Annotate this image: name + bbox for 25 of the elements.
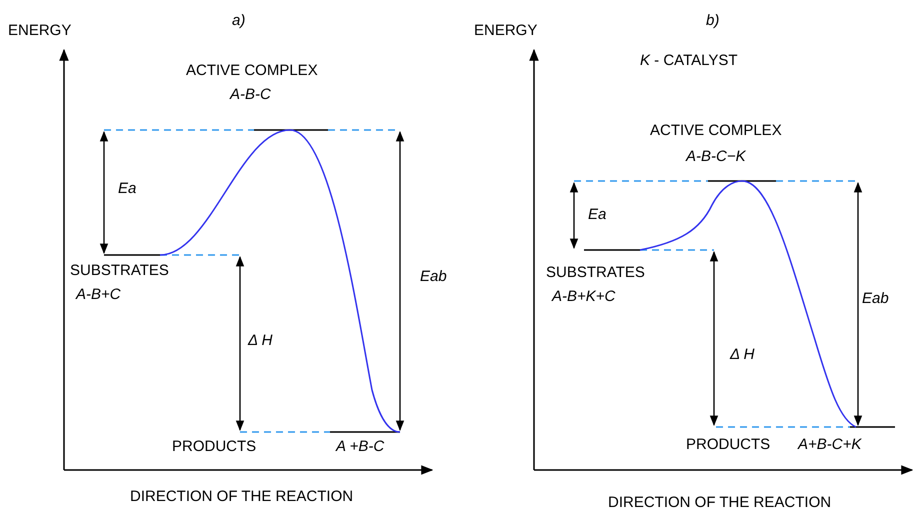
- energy-label: Eab: [862, 290, 889, 308]
- energy-label: Ea: [118, 180, 136, 198]
- axis-title: DIRECTION OF THE REACTION: [130, 488, 354, 506]
- state-label: ACTIVE COMPLEX: [186, 62, 318, 80]
- state-label: PRODUCTS: [172, 438, 256, 456]
- energy-label: Eab: [420, 268, 447, 286]
- state-label: SUBSTRATES: [546, 264, 645, 282]
- formula-label: A+B-C+K: [798, 436, 862, 454]
- state-label: PRODUCTS: [686, 436, 770, 454]
- axis-title: DIRECTION OF THE REACTION: [608, 494, 832, 512]
- axis-title: ENERGY: [8, 22, 72, 40]
- panel-label: b): [706, 12, 720, 30]
- formula-label: A +B-C: [336, 438, 384, 456]
- formula-label: A-B-C−K: [686, 148, 746, 166]
- panel-label: a): [232, 12, 246, 30]
- energy-label: Δ H: [248, 332, 273, 350]
- energy-label: Δ H: [730, 346, 755, 364]
- formula-label: A-B+C: [76, 286, 121, 304]
- state-label: SUBSTRATES: [70, 262, 169, 280]
- formula-label: A-B+K+C: [552, 288, 616, 306]
- energy-label: Ea: [588, 206, 606, 224]
- axis-title: ENERGY: [474, 22, 538, 40]
- state-label: ACTIVE COMPLEX: [650, 122, 782, 140]
- formula-label: A-B-C: [230, 86, 271, 104]
- note-text: K - CATALYST: [640, 52, 738, 70]
